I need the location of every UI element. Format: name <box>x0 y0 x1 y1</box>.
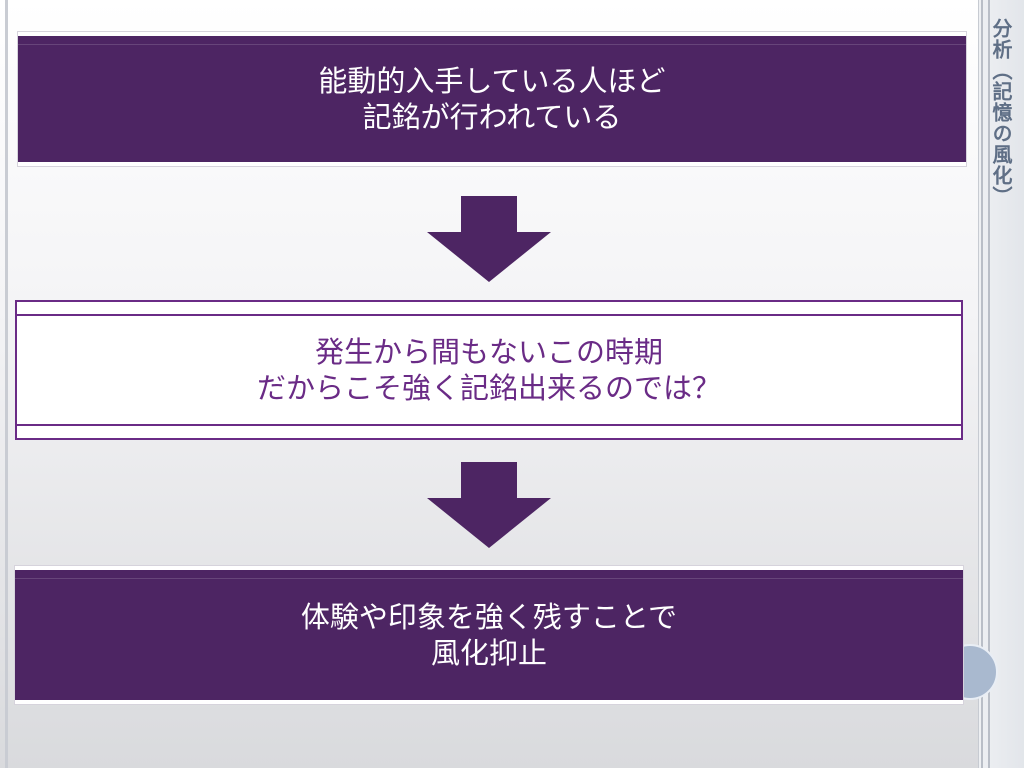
down-arrow-icon <box>427 462 551 548</box>
left-border-rule <box>5 0 8 768</box>
side-panel-line <box>981 0 983 768</box>
statement-line: 記銘が行われている <box>362 100 622 134</box>
statement-line: 発生から間もないこの時期 <box>314 335 663 369</box>
statement-line: 体験や印象を強く残すことで <box>300 600 678 634</box>
statement-box-top: 能動的入手している人ほど 記銘が行われている <box>18 32 966 166</box>
inner-rule <box>17 424 961 426</box>
side-panel-line <box>988 0 990 768</box>
statement-line: 風化抑止 <box>430 636 547 670</box>
statement-box-middle: 発生から間もないこの時期 だからこそ強く記銘出来るのでは？ <box>15 300 963 440</box>
slide-title: 分析（記憶の風化） <box>989 18 1013 207</box>
statement-box-bottom: 体験や印象を強く残すことで 風化抑止 <box>15 566 963 704</box>
right-side-panel <box>978 0 1024 768</box>
statement-line: だからこそ強く記銘出来るのでは？ <box>256 371 721 405</box>
down-arrow-icon <box>427 196 551 282</box>
statement-line: 能動的入手している人ほど <box>318 64 666 98</box>
inner-rule <box>17 314 961 316</box>
